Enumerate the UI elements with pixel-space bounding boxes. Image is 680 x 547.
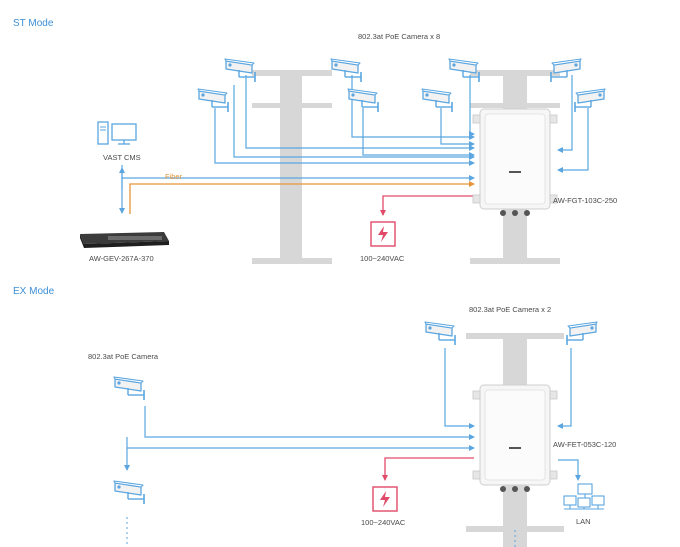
camera-icon [574, 88, 606, 113]
computer-icon [97, 121, 137, 145]
camera-icon [448, 58, 480, 83]
camera-icon [197, 88, 229, 113]
ex-mode-title: EX Mode [13, 286, 55, 297]
vast-cms-label: VAST CMS [103, 153, 141, 162]
camera-icon [113, 376, 145, 401]
camera-icon [330, 58, 362, 83]
camera-icon [566, 321, 598, 346]
outdoor-enclosure-icon [472, 108, 558, 217]
ex-power-label: 100~240VAC [361, 518, 406, 527]
power-line-ex [382, 457, 474, 481]
st-mode-title: ST Mode [13, 18, 54, 29]
power-line-st [380, 195, 474, 216]
fiber-label: Fiber [165, 172, 183, 181]
st-camera-label: 802.3at PoE Camera x 8 [358, 32, 441, 41]
camera-icon [421, 88, 453, 113]
st-mode-section [80, 58, 606, 264]
camera-icon [113, 480, 145, 505]
network-switch-icon [80, 232, 169, 248]
outdoor-enclosure-icon [472, 384, 558, 493]
ex-mode-section [113, 321, 605, 547]
lan-computers-icon [563, 483, 605, 510]
st-device-label: AW-FGT-103C-250 [553, 196, 618, 205]
camera-icon [424, 321, 456, 346]
left-camera-label: 802.3at PoE Camera [88, 352, 159, 361]
ex-device-label: AW-FET-053C-120 [553, 440, 617, 449]
lan-label: LAN [576, 517, 591, 526]
switch-label: AW-GEV-267A-370 [89, 254, 154, 263]
lightning-icon [370, 221, 396, 247]
pole-left [280, 70, 302, 263]
camera-icon [550, 58, 582, 83]
lightning-icon [372, 486, 398, 512]
st-power-label: 100~240VAC [360, 254, 405, 263]
ex-camera-label: 802.3at PoE Camera x 2 [469, 305, 552, 314]
camera-icon [224, 58, 256, 83]
fiber-line [129, 181, 475, 214]
